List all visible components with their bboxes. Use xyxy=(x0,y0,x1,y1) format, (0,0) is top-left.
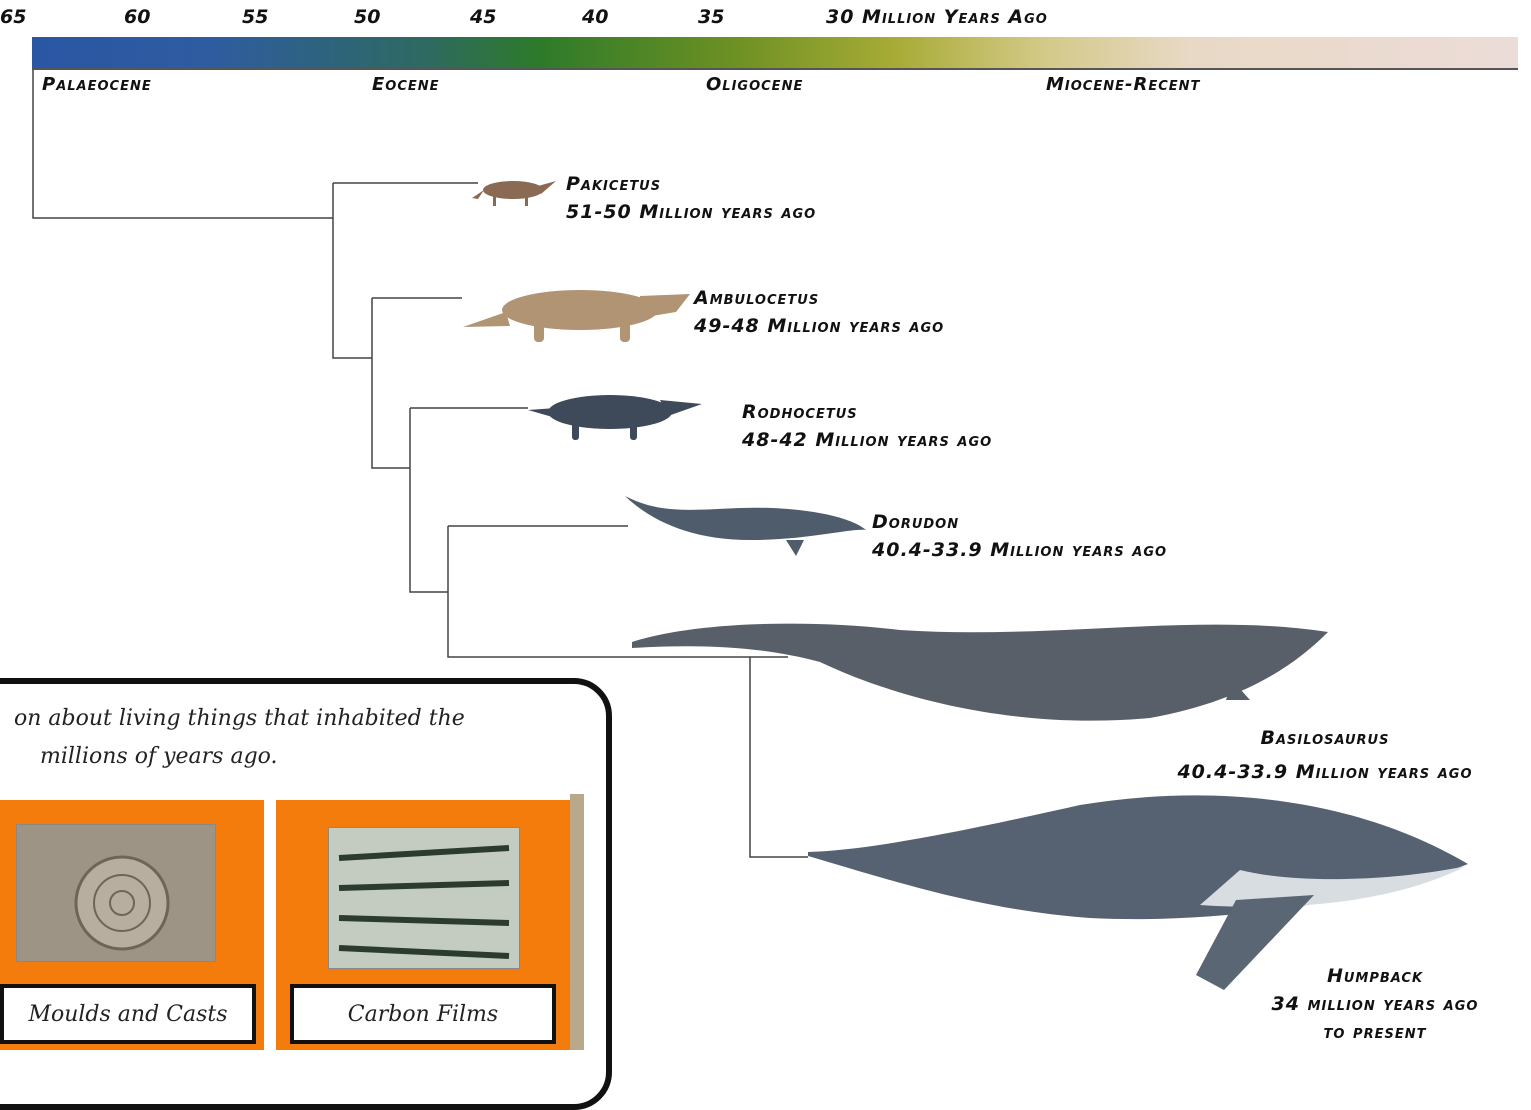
taxon-name: Basilosaurus xyxy=(1130,724,1520,752)
taxon-age: 40.4-33.9 Million years ago xyxy=(1130,758,1520,786)
taxon-name: Humpback xyxy=(1230,962,1520,990)
taxon-name: Dorudon xyxy=(872,508,1167,536)
card-text-line: millions of years ago. xyxy=(14,738,574,776)
taxon-age: 40.4-33.9 Million years ago xyxy=(872,536,1167,564)
taxon-rodhocetus: Rodhocetus 48-42 Million years ago xyxy=(742,398,992,454)
rodhocetus-illustration xyxy=(528,395,702,440)
taxon-age: 48-42 Million years ago xyxy=(742,426,992,454)
carbon-films-label: Carbon Films xyxy=(290,984,556,1044)
ambulocetus-illustration xyxy=(463,290,690,342)
taxon-basilosaurus: Basilosaurus 40.4-33.9 Million years ago xyxy=(1130,724,1520,786)
basilosaurus-illustration xyxy=(632,624,1328,721)
taxon-age: 49-48 Million years ago xyxy=(694,312,944,340)
taxon-dorudon: Dorudon 40.4-33.9 Million years ago xyxy=(872,508,1167,564)
fern-fossil-image xyxy=(328,827,520,969)
taxon-age: 34 million years ago xyxy=(1230,990,1520,1018)
taxon-name: Rodhocetus xyxy=(742,398,992,426)
taxon-pakicetus: Pakicetus 51-50 Million years ago xyxy=(566,170,816,226)
card-right-edge-photo xyxy=(570,794,584,1050)
taxon-humpback: Humpback 34 million years ago to present xyxy=(1230,962,1520,1046)
taxon-age: 51-50 Million years ago xyxy=(566,198,816,226)
moulds-and-casts-label: Moulds and Casts xyxy=(0,984,256,1044)
card-description: on about living things that inhabited th… xyxy=(14,700,574,776)
ammonite-image xyxy=(16,824,216,962)
taxon-name: Pakicetus xyxy=(566,170,816,198)
taxon-age-line2: to present xyxy=(1230,1018,1520,1046)
pakicetus-illustration xyxy=(472,181,556,206)
taxon-ambulocetus: Ambulocetus 49-48 Million years ago xyxy=(694,284,944,340)
card-text-line: on about living things that inhabited th… xyxy=(14,700,574,738)
taxon-name: Ambulocetus xyxy=(694,284,944,312)
humpback-illustration xyxy=(808,795,1468,990)
dorudon-illustration xyxy=(625,496,866,556)
